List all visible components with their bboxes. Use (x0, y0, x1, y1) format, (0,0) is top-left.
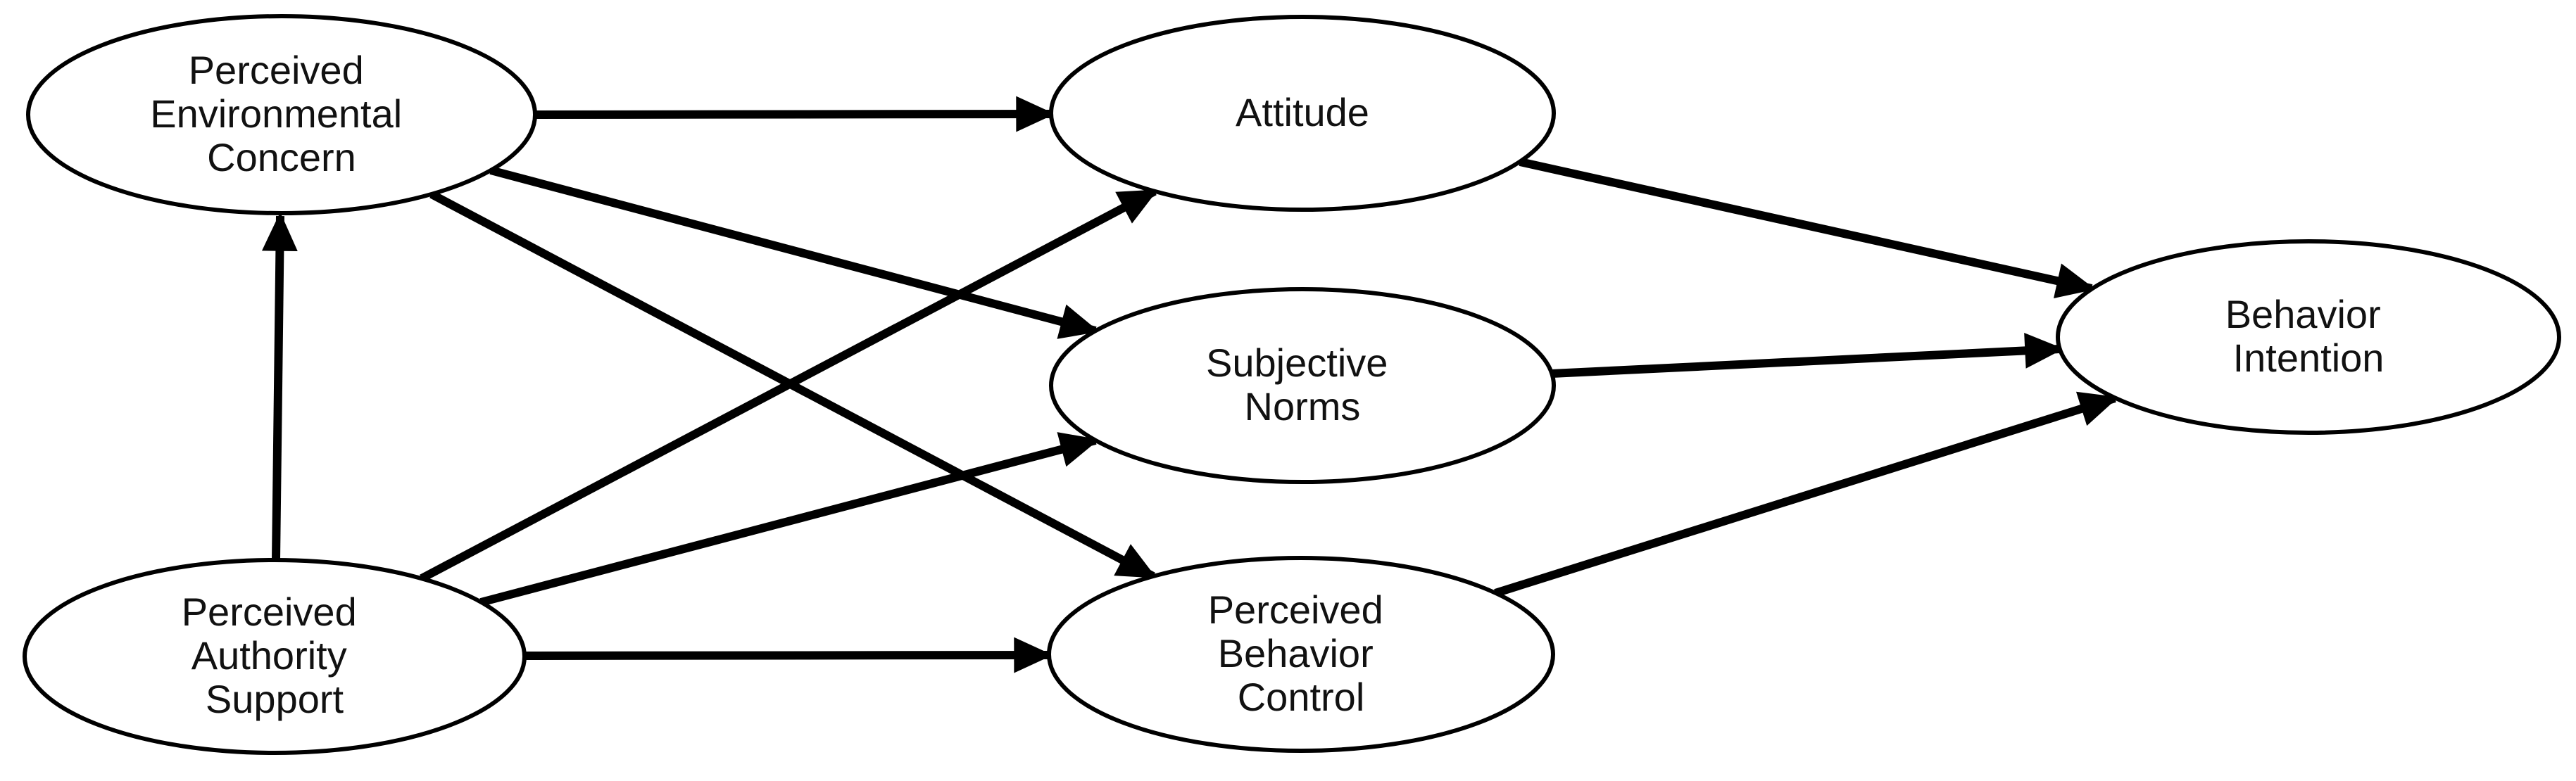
perceived-behavior-control-ellipse (1047, 556, 1555, 753)
nodes-layer: Perceived Environmental Concern Perceive… (23, 14, 2561, 755)
edge-attitude-to-behavior-intention (1519, 158, 2096, 299)
edge-behavior-control-to-behavior-intention (1494, 391, 2119, 597)
perceived-authority-support-label: Perceived Authority Support (182, 590, 368, 721)
label-line: Perceived (182, 590, 357, 634)
behavior-intention-ellipse (2056, 239, 2561, 435)
attitude-label: Attitude (1236, 90, 1369, 134)
node-behavior-intention: Behavior Intention (2056, 239, 2561, 435)
label-line: Support (206, 677, 344, 721)
label-line: Subjective (1206, 341, 1388, 385)
attitude-ellipse (1049, 15, 1556, 212)
label-line: Behavior (2225, 292, 2381, 336)
label-line: Behavior (1218, 631, 1374, 675)
label-line: Perceived (1208, 588, 1383, 632)
perceived-environmental-concern-label: Perceived Environmental Concern (150, 48, 413, 179)
label-line: Control (1238, 675, 1365, 719)
label-line: Authority (191, 633, 347, 678)
label-line: Perceived (189, 48, 364, 92)
edge-authority-support-to-attitude (420, 187, 1158, 583)
edge-authority-support-to-subjective-norms (479, 432, 1100, 607)
label-line: Attitude (1236, 90, 1369, 134)
node-attitude: Attitude (1049, 15, 1556, 212)
subjective-norms-ellipse (1049, 287, 1556, 484)
node-perceived-environmental-concern: Perceived Environmental Concern (26, 14, 537, 215)
edge-environmental-concern-to-attitude (534, 96, 1055, 132)
edge-subjective-norms-to-behavior-intention (1551, 333, 2064, 378)
edge-authority-support-to-behavior-control (524, 637, 1053, 673)
node-perceived-authority-support: Perceived Authority Support (23, 558, 527, 755)
label-line: Concern (207, 135, 356, 179)
edges-layer (262, 96, 2119, 673)
label-line: Environmental (150, 91, 402, 136)
node-subjective-norms: Subjective Norms (1049, 287, 1556, 484)
label-line: Intention (2233, 336, 2385, 380)
node-perceived-behavior-control: Perceived Behavior Control (1047, 556, 1555, 753)
perceived-environmental-concern-ellipse (26, 14, 537, 215)
label-line: Norms (1245, 384, 1361, 428)
subjective-norms-label: Subjective Norms (1206, 341, 1399, 428)
perceived-authority-support-ellipse (23, 558, 527, 755)
behavior-intention-label: Behavior Intention (2225, 292, 2392, 380)
perceived-behavior-control-label: Perceived Behavior Control (1208, 588, 1395, 719)
edge-authority-support-to-environmental-concern (262, 212, 298, 561)
edge-environmental-concern-to-subjective-norms (489, 166, 1100, 339)
